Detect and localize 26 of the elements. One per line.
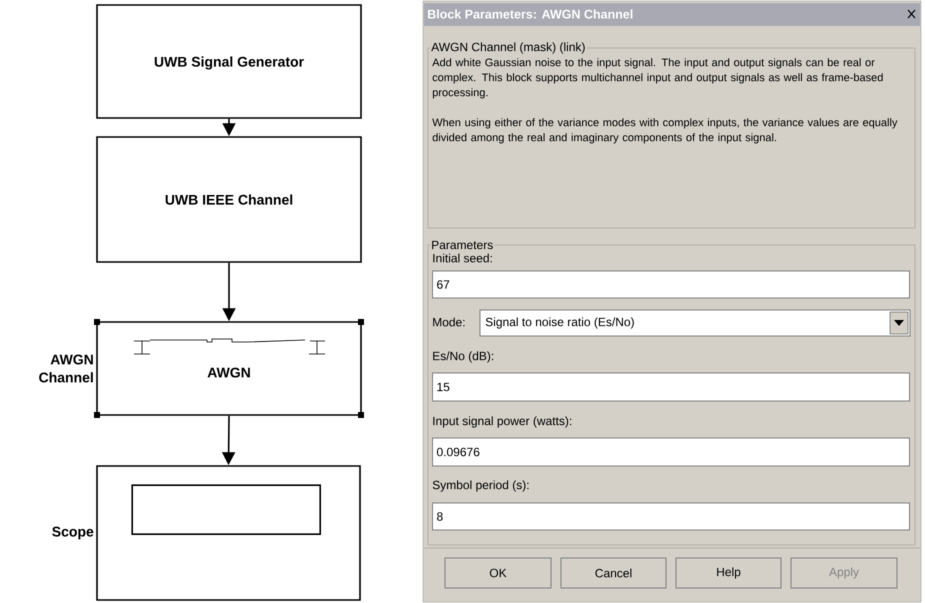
dialog-title: Block Parameters: AWGN Channel xyxy=(428,9,632,19)
field-label: Input signal power (watts): xyxy=(433,416,572,428)
button: Help xyxy=(676,558,782,588)
scope-block-box xyxy=(96,465,361,601)
field-label: Mode: xyxy=(433,318,464,326)
button: Cancel xyxy=(560,558,666,588)
block-box: AWGN xyxy=(96,321,362,416)
field-label: Es/No (dB): xyxy=(433,351,494,363)
field-label: Initial seed: xyxy=(433,254,492,262)
button: Apply xyxy=(790,558,898,588)
input-field: 8 xyxy=(432,502,910,530)
description-text: Add white Gaussian noise to the input signal. The input and output signals can be real or complex. This block supports multichannel input and output signals as well as frame-based processing. xyxy=(432,58,883,98)
block-caption: AWGN Channel xyxy=(39,354,93,382)
description-text: When using either of the variance modes with complex inputs, the variance values are equally divided among the real and imaginary components of the input signal. xyxy=(432,118,898,144)
input-field: 15 xyxy=(432,372,910,402)
field-label: Symbol period (s): xyxy=(432,480,528,492)
input-field: 0.09676 xyxy=(432,438,910,466)
block-box: UWB Signal Generator xyxy=(96,4,362,119)
input-field: 67 xyxy=(432,270,910,298)
dropdown-field: Signal to noise ratio (Es/No) xyxy=(480,310,911,336)
group-title: AWGN Channel (mask) (link) xyxy=(430,41,586,55)
button: OK xyxy=(444,558,552,588)
block-box: UWB IEEE Channel xyxy=(96,136,362,263)
group-title: Parameters xyxy=(430,240,494,250)
scope-display xyxy=(131,484,321,535)
block-caption: Scope xyxy=(52,526,94,540)
